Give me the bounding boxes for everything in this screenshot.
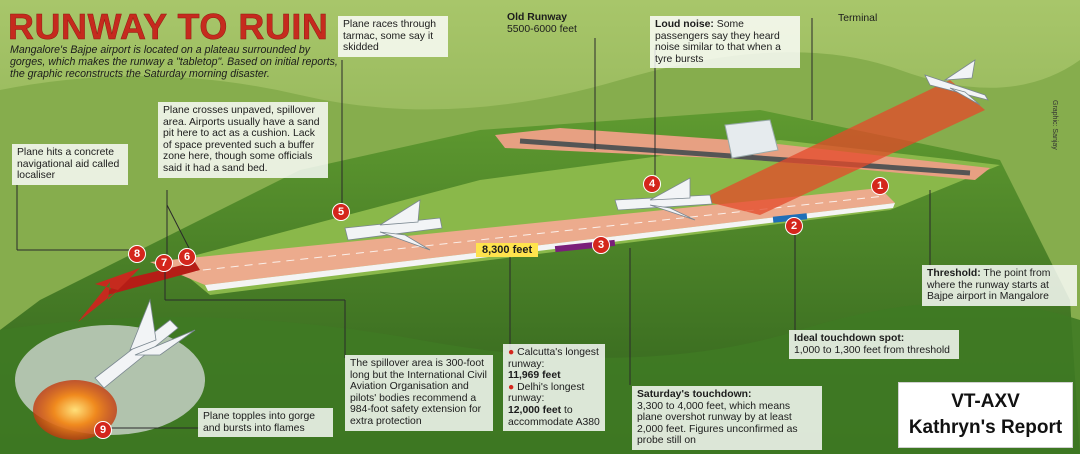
callout-threshold: Threshold: The point from where the runw… bbox=[922, 265, 1077, 306]
watermark-line2: Kathryn's Report bbox=[908, 417, 1063, 438]
delhi-value: 12,000 feet bbox=[508, 404, 562, 416]
callout-crosses: Plane crosses unpaved, spillover area. A… bbox=[158, 102, 328, 178]
delhi-label: Delhi's longest runway: bbox=[508, 381, 585, 405]
headline: RUNWAY TO RUIN bbox=[8, 6, 329, 48]
delhi-suffix: to accommodate A380 bbox=[508, 404, 600, 428]
callout-spillover: The spillover area is 300-foot long but … bbox=[345, 355, 493, 431]
marker-2: 2 bbox=[785, 217, 803, 235]
plane-falling bbox=[94, 298, 196, 389]
runway-length-label: 8,300 feet bbox=[476, 243, 539, 257]
ideal-title: Ideal touchdown spot: bbox=[794, 333, 905, 344]
callout-saturday-touchdown: Saturday's touchdown:3,300 to 4,000 feet… bbox=[632, 386, 822, 450]
touchdown-text: 3,300 to 4,000 feet, which means plane o… bbox=[637, 400, 798, 447]
overrun-arrow bbox=[80, 262, 200, 318]
terminal-label: Terminal bbox=[838, 13, 878, 24]
plane-racing bbox=[344, 199, 443, 251]
callout-loud-noise: Loud noise: Some passengers say they hea… bbox=[650, 16, 800, 69]
ideal-text: 1,000 to 1,300 feet from threshold bbox=[794, 344, 950, 356]
marker-1: 1 bbox=[871, 177, 889, 195]
calcutta-label: Calcutta's longest runway: bbox=[508, 347, 599, 370]
marker-6: 6 bbox=[178, 248, 196, 266]
old-runway-length: 5500-6000 feet bbox=[507, 23, 577, 35]
approach-path bbox=[700, 80, 985, 215]
loud-noise-title: Loud noise: bbox=[655, 19, 714, 30]
touchdown-title: Saturday's touchdown: bbox=[637, 389, 752, 400]
calcutta-value: 11,969 feet bbox=[508, 370, 561, 382]
marker-4: 4 bbox=[643, 175, 661, 193]
callout-topples: Plane topples into gorge and bursts into… bbox=[198, 408, 333, 438]
old-runway-title: Old Runway bbox=[507, 12, 568, 23]
terminal-building bbox=[724, 119, 779, 159]
graphic-credit: Graphic: Sanjay bbox=[1051, 100, 1058, 150]
leader-lines bbox=[16, 18, 931, 429]
callout-races: Plane races through tarmac, some say it … bbox=[338, 16, 448, 57]
callout-ideal-touchdown: Ideal touchdown spot:1,000 to 1,300 feet… bbox=[789, 330, 959, 360]
runway-edge-band bbox=[205, 203, 895, 291]
plane-on-approach bbox=[924, 59, 989, 106]
marker-9: 9 bbox=[94, 421, 112, 439]
watermark-box: VT-AXV Kathryn's Report bbox=[898, 382, 1073, 448]
plane-mid-runway bbox=[614, 177, 713, 221]
marker-8: 8 bbox=[128, 245, 146, 263]
marker-5: 5 bbox=[332, 203, 350, 221]
overrun-arrow-head bbox=[78, 268, 140, 322]
threshold-title: Threshold: bbox=[927, 268, 981, 279]
loud-noise-text: Some passengers say they heard noise sim… bbox=[655, 19, 781, 65]
old-runway-label: Old Runway 5500-6000 feet bbox=[507, 12, 577, 35]
callout-runway-comparison: ● Calcutta's longest runway: 11,969 feet… bbox=[503, 344, 605, 432]
callout-localiser: Plane hits a concrete navigational aid c… bbox=[12, 144, 128, 185]
main-runway bbox=[150, 188, 895, 285]
marker-7: 7 bbox=[155, 254, 173, 272]
marker-3: 3 bbox=[592, 236, 610, 254]
threshold-text: The point from where the runway starts a… bbox=[927, 268, 1051, 303]
watermark-line1: VT-AXV bbox=[951, 391, 1020, 412]
intro-text: Mangalore's Bajpe airport is located on … bbox=[10, 44, 338, 80]
